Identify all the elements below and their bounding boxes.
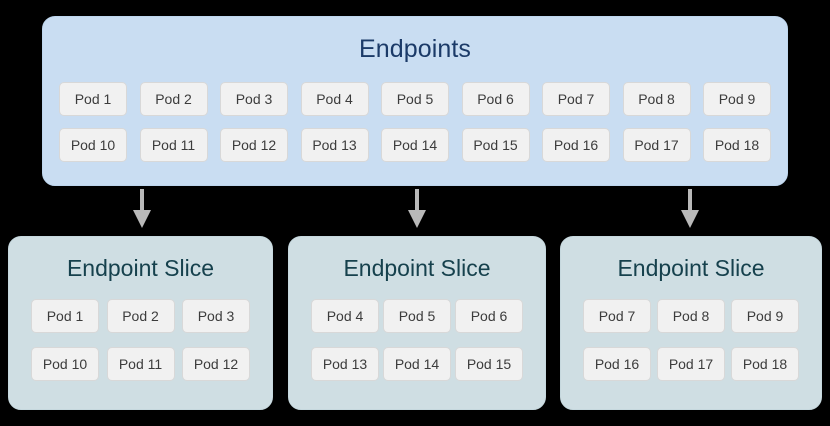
pod-chip[interactable]: Pod 7 [583,299,651,333]
endpoint-slice-title: Endpoint Slice [343,255,491,281]
pod-chip[interactable]: Pod 15 [461,128,530,162]
endpoints-title: Endpoints [358,35,472,63]
pod-chip[interactable]: Pod 4 [300,82,369,116]
pod-chip[interactable]: Pod 11 [106,347,175,381]
pod-chip[interactable]: Pod 9 [703,82,771,116]
pod-chip[interactable]: Pod 17 [657,347,725,381]
pod-chip[interactable]: Pod 1 [31,299,99,333]
pod-chip[interactable]: Pod 13 [311,347,379,381]
pod-chip[interactable]: Pod 8 [657,299,725,333]
endpoint-slice-title: Endpoint Slice [66,255,215,281]
pod-chip[interactable]: Pod 1 [59,82,127,116]
pod-chip[interactable]: Pod 15 [455,347,523,381]
endpoint-slice-pod-grid: Pod 4 Pod 5 Pod 6 Pod 13 Pod 14 Pod 15 [311,299,523,381]
endpoint-slice-title: Endpoint Slice [617,255,765,281]
endpoint-slice-pod-row: Pod 7 Pod 8 Pod 9 [583,299,799,333]
pod-chip[interactable]: Pod 2 [139,82,208,116]
pod-chip[interactable]: Pod 10 [59,128,127,162]
endpoint-slice-pod-row: Pod 16 Pod 17 Pod 18 [583,347,799,381]
pod-chip[interactable]: Pod 16 [583,347,651,381]
arrow-down-icon [677,189,703,229]
endpoint-slice-pod-row: Pod 13 Pod 14 Pod 15 [311,347,523,381]
pod-chip[interactable]: Pod 17 [622,128,691,162]
pod-chip[interactable]: Pod 2 [106,299,175,333]
pod-chip[interactable]: Pod 12 [220,128,288,162]
pod-chip[interactable]: Pod 7 [542,82,610,116]
pod-chip[interactable]: Pod 16 [542,128,610,162]
pod-chip[interactable]: Pod 14 [381,128,449,162]
pod-chip[interactable]: Pod 5 [383,299,451,333]
pod-chip[interactable]: Pod 4 [311,299,379,333]
pod-chip[interactable]: Pod 6 [461,82,530,116]
pod-chip[interactable]: Pod 8 [622,82,691,116]
pod-chip[interactable]: Pod 10 [31,347,99,381]
endpoint-slice-pod-row: Pod 4 Pod 5 Pod 6 [311,299,523,333]
endpoint-slice-container-2: Endpoint Slice Pod 4 Pod 5 Pod 6 Pod 13 … [288,236,546,410]
endpoints-pod-row: Pod 10 Pod 11 Pod 12 Pod 13 Pod 14 Pod 1… [59,128,771,162]
pod-chip[interactable]: Pod 14 [383,347,451,381]
endpoint-slice-pod-grid: Pod 7 Pod 8 Pod 9 Pod 16 Pod 17 Pod 18 [583,299,799,381]
endpoint-slice-container-3: Endpoint Slice Pod 7 Pod 8 Pod 9 Pod 16 … [560,236,822,410]
endpoints-pod-row: Pod 1 Pod 2 Pod 3 Pod 4 Pod 5 Pod 6 Pod … [59,82,771,116]
endpoint-slice-pod-row: Pod 1 Pod 2 Pod 3 [31,299,250,333]
pod-chip[interactable]: Pod 18 [703,128,771,162]
endpoints-container: Endpoints Pod 1 Pod 2 Pod 3 Pod 4 Pod 5 … [42,16,788,186]
arrow-down-icon [129,189,155,229]
endpoints-pod-grid: Pod 1 Pod 2 Pod 3 Pod 4 Pod 5 Pod 6 Pod … [59,82,771,162]
pod-chip[interactable]: Pod 6 [455,299,523,333]
endpoint-slice-container-1: Endpoint Slice Pod 1 Pod 2 Pod 3 Pod 10 … [8,236,273,410]
endpoint-slice-pod-grid: Pod 1 Pod 2 Pod 3 Pod 10 Pod 11 Pod 12 [31,299,250,381]
pod-chip[interactable]: Pod 9 [731,299,799,333]
endpoint-slice-pod-row: Pod 10 Pod 11 Pod 12 [31,347,250,381]
pod-chip[interactable]: Pod 11 [139,128,208,162]
pod-chip[interactable]: Pod 3 [220,82,288,116]
pod-chip[interactable]: Pod 13 [300,128,369,162]
pod-chip[interactable]: Pod 3 [182,299,250,333]
pod-chip[interactable]: Pod 12 [182,347,250,381]
pod-chip[interactable]: Pod 5 [381,82,449,116]
pod-chip[interactable]: Pod 18 [731,347,799,381]
arrow-down-icon [404,189,430,229]
